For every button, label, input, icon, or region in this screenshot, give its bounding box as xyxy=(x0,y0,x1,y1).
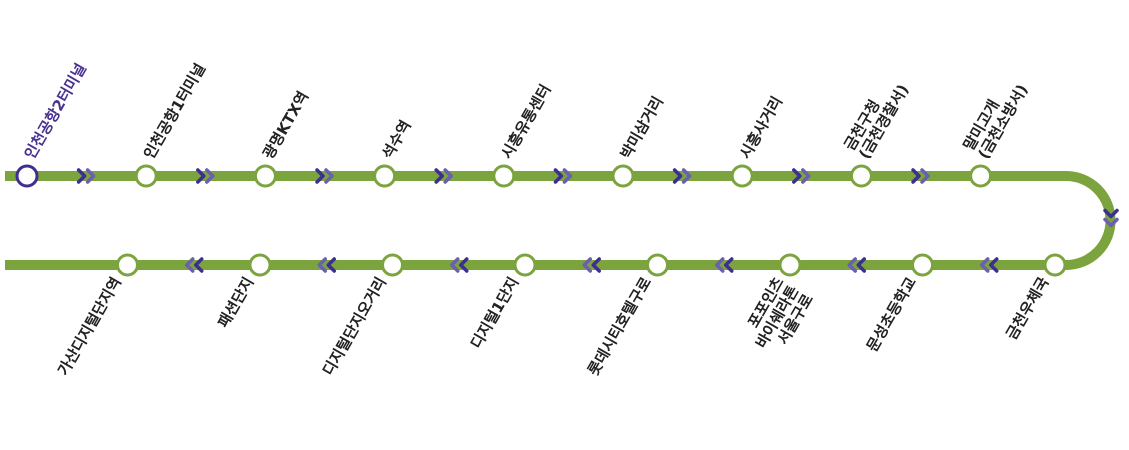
stop-marker[interactable] xyxy=(611,164,635,188)
stop-label: 시흥사거리 xyxy=(736,93,786,162)
stop-label-line: 패션단지 xyxy=(214,274,257,331)
chevron-double-right-icon xyxy=(792,168,811,184)
stop-marker[interactable] xyxy=(911,253,934,277)
direction-arrows xyxy=(76,168,1119,273)
chevron-double-right-icon xyxy=(317,257,336,273)
stop-marker[interactable] xyxy=(253,164,277,188)
stop-label: 석수역 xyxy=(378,117,414,162)
stops xyxy=(15,164,1067,277)
chevron-double-right-icon xyxy=(434,168,453,184)
stop-label-line: 인천공항2터미널 xyxy=(21,60,90,162)
stop-label-line: 디지털1단지 xyxy=(467,274,522,352)
stop-labels: 인천공항2터미널 인천공항1터미널 광명KTX역 석수역 시흥유통센터 박미삼거리 시흥사거… xyxy=(21,60,1053,378)
chevron-double-right-icon xyxy=(76,168,96,184)
stop-label: 말미고개(금천소방서) xyxy=(960,73,1032,162)
stop-label: 인천공항2터미널 xyxy=(21,60,90,162)
stop-label-line: 광명KTX역 xyxy=(259,88,312,162)
stop-label-line: 시흥유통센터 xyxy=(498,81,555,162)
chevron-double-right-icon xyxy=(847,257,866,273)
stop-label: 박미삼거리 xyxy=(617,93,667,162)
stop-marker[interactable] xyxy=(969,164,993,188)
stop-label: 금천구청(금천경찰서) xyxy=(841,73,913,162)
stop-label: 롯데시티호텔구로 xyxy=(584,274,655,379)
chevron-double-right-icon xyxy=(185,257,204,273)
stop-label: 디지털단지오거리 xyxy=(319,274,390,379)
stop-marker[interactable] xyxy=(248,253,272,277)
stop-label: 시흥유통센터 xyxy=(498,81,555,162)
chevron-double-right-icon xyxy=(672,168,692,184)
route-line-path xyxy=(5,171,1116,270)
current-stop-marker[interactable] xyxy=(15,164,39,188)
stop-label: 디지털1단지 xyxy=(467,274,522,352)
stop-marker[interactable] xyxy=(134,164,158,188)
chevron-double-right-icon xyxy=(911,168,930,184)
stop-label-line: 박미삼거리 xyxy=(617,93,667,162)
stop-marker[interactable] xyxy=(778,253,802,277)
chevron-double-right-icon xyxy=(315,168,334,184)
chevron-double-right-icon xyxy=(715,257,734,273)
chevron-double-right-icon xyxy=(450,257,469,273)
stop-marker[interactable] xyxy=(513,253,537,277)
stop-label: 문성초등학교 xyxy=(863,274,920,355)
stop-marker[interactable] xyxy=(849,164,873,188)
route-line xyxy=(5,171,1116,270)
stop-marker[interactable] xyxy=(730,164,754,188)
stop-label: 인천공항1터미널 xyxy=(140,60,209,162)
stop-label-line: 롯데시티호텔구로 xyxy=(584,274,655,379)
stop-label-line: 가산디지털단지역 xyxy=(54,274,125,379)
chevron-double-right-icon xyxy=(553,168,573,184)
stop-marker[interactable] xyxy=(1043,253,1067,277)
stop-label: 포포인츠바이쉐라톤서울구로 xyxy=(737,274,817,360)
stop-label-line: 디지털단지오거리 xyxy=(319,274,390,379)
stop-marker[interactable] xyxy=(492,164,516,188)
stop-label: 가산디지털단지역 xyxy=(54,274,125,379)
stop-label: 금천우체국 xyxy=(1002,274,1052,343)
chevron-double-right-icon xyxy=(196,168,215,184)
chevron-double-right-icon xyxy=(1103,208,1119,228)
stop-label: 광명KTX역 xyxy=(259,88,312,162)
stop-marker[interactable] xyxy=(646,253,669,277)
stop-label-line: 인천공항1터미널 xyxy=(140,60,209,162)
stop-label-line: 석수역 xyxy=(378,117,414,162)
stop-marker[interactable] xyxy=(381,253,404,277)
chevron-double-right-icon xyxy=(582,257,601,273)
chevron-double-right-icon xyxy=(980,257,999,273)
stop-label-line: 금천우체국 xyxy=(1002,274,1052,343)
stop-marker[interactable] xyxy=(373,164,397,188)
stop-marker[interactable] xyxy=(116,253,139,277)
stop-label: 패션단지 xyxy=(214,274,257,331)
stop-label-line: 문성초등학교 xyxy=(863,274,920,355)
stop-label-line: 시흥사거리 xyxy=(736,93,786,162)
